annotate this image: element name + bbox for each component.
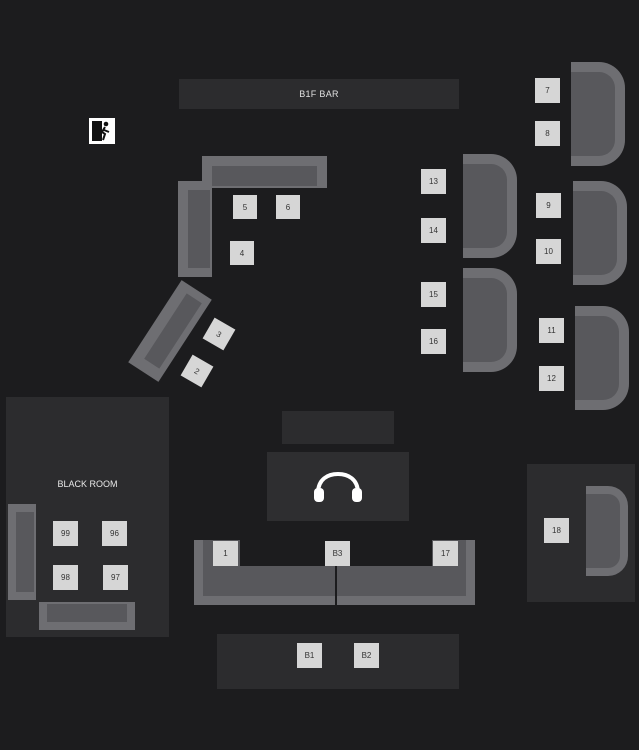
sofa-l-top-seat [212, 166, 317, 186]
table-b3[interactable]: B3 [325, 541, 350, 566]
black-room-label: BLACK ROOM [57, 479, 118, 489]
sofa-bottom-divider [335, 566, 337, 605]
table-b1[interactable]: B1 [297, 643, 322, 668]
table-10[interactable]: 10 [536, 239, 561, 264]
table-99[interactable]: 99 [53, 521, 78, 546]
table-14[interactable]: 14 [421, 218, 446, 243]
couch-15-16 [463, 268, 517, 372]
table-3[interactable]: 3 [202, 317, 236, 351]
couch-13-14 [463, 154, 517, 258]
headphones-icon [314, 471, 362, 502]
table-18[interactable]: 18 [544, 518, 569, 543]
emergency-exit-icon [89, 118, 115, 144]
table-b2[interactable]: B2 [354, 643, 379, 668]
table-13[interactable]: 13 [421, 169, 446, 194]
table-11[interactable]: 11 [539, 318, 564, 343]
table-97[interactable]: 97 [103, 565, 128, 590]
bar-label: B1F BAR [299, 89, 339, 99]
table-96[interactable]: 96 [102, 521, 127, 546]
bottom-booth [217, 634, 459, 689]
couch-9-10 [573, 181, 627, 285]
black-room-sofa-bottom-seat [47, 604, 127, 622]
table-9[interactable]: 9 [536, 193, 561, 218]
table-1[interactable]: 1 [213, 541, 238, 566]
table-12[interactable]: 12 [539, 366, 564, 391]
black-room-sofa-left-seat [16, 512, 34, 592]
table-7[interactable]: 7 [535, 78, 560, 103]
couch-11-12 [575, 306, 629, 410]
bar-area: B1F BAR [179, 79, 459, 109]
table-2[interactable]: 2 [180, 354, 214, 388]
table-4[interactable]: 4 [230, 241, 254, 265]
table-15[interactable]: 15 [421, 282, 446, 307]
table-17[interactable]: 17 [433, 541, 458, 566]
table-6[interactable]: 6 [276, 195, 300, 219]
dj-booth [267, 452, 409, 521]
table-8[interactable]: 8 [535, 121, 560, 146]
table-16[interactable]: 16 [421, 329, 446, 354]
couch-18 [586, 486, 628, 576]
table-5[interactable]: 5 [233, 195, 257, 219]
sofa-l-left-seat [188, 190, 210, 268]
dj-riser [282, 411, 394, 444]
table-98[interactable]: 98 [53, 565, 78, 590]
couch-7-8 [571, 62, 625, 166]
